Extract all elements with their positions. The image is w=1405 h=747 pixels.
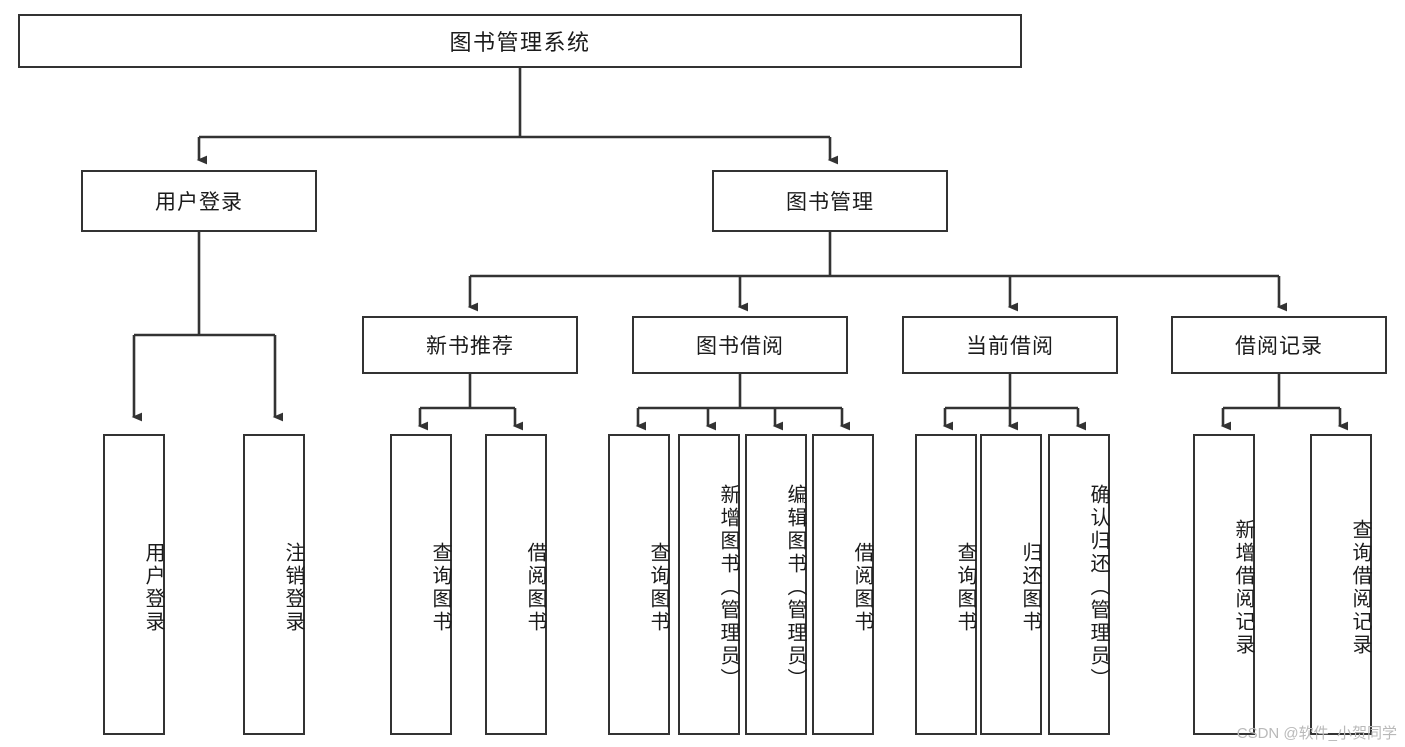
- leaf-label: 用户登录: [142, 541, 164, 634]
- leaf-label: 新增借阅记录: [1232, 518, 1254, 657]
- csdn-watermark: CSDN @软件_小贺同学: [1236, 725, 1397, 742]
- leaf-label: 归还图书: [1019, 541, 1041, 634]
- leaf-label: 新增图书（管理员）: [717, 484, 739, 691]
- leaf-borrow-book[interactable]: 借阅图书: [812, 434, 874, 735]
- leaf-label: 编辑图书（管理员）: [784, 484, 806, 691]
- leaf-borrow-book-recommend[interactable]: 借阅图书: [485, 434, 547, 735]
- node-new-book-recommend[interactable]: 新书推荐: [362, 316, 578, 374]
- node-book-borrow[interactable]: 图书借阅: [632, 316, 848, 374]
- leaf-label: 查询图书: [429, 541, 451, 634]
- node-book-management[interactable]: 图书管理: [712, 170, 948, 232]
- leaf-add-borrow-record[interactable]: 新增借阅记录: [1193, 434, 1255, 735]
- leaf-confirm-return-admin[interactable]: 确认归还（管理员）: [1048, 434, 1110, 735]
- leaf-edit-book-admin[interactable]: 编辑图书（管理员）: [745, 434, 807, 735]
- leaf-label: 确认归还（管理员）: [1087, 484, 1109, 691]
- leaf-label: 借阅图书: [524, 541, 546, 634]
- leaf-logout[interactable]: 注销登录: [243, 434, 305, 735]
- leaf-query-borrow-record[interactable]: 查询借阅记录: [1310, 434, 1372, 735]
- node-borrow-records[interactable]: 借阅记录: [1171, 316, 1387, 374]
- leaf-query-book-borrow[interactable]: 查询图书: [608, 434, 670, 735]
- leaf-query-book-current[interactable]: 查询图书: [915, 434, 977, 735]
- leaf-user-login[interactable]: 用户登录: [103, 434, 165, 735]
- leaf-label: 查询借阅记录: [1349, 518, 1371, 657]
- leaf-return-book[interactable]: 归还图书: [980, 434, 1042, 735]
- node-current-borrow[interactable]: 当前借阅: [902, 316, 1118, 374]
- node-user-login[interactable]: 用户登录: [81, 170, 317, 232]
- leaf-add-book-admin[interactable]: 新增图书（管理员）: [678, 434, 740, 735]
- leaf-label: 查询图书: [954, 541, 976, 634]
- leaf-query-book-recommend[interactable]: 查询图书: [390, 434, 452, 735]
- leaf-label: 查询图书: [647, 541, 669, 634]
- node-root[interactable]: 图书管理系统: [18, 14, 1022, 68]
- leaf-label: 注销登录: [282, 541, 304, 634]
- leaf-label: 借阅图书: [851, 541, 873, 634]
